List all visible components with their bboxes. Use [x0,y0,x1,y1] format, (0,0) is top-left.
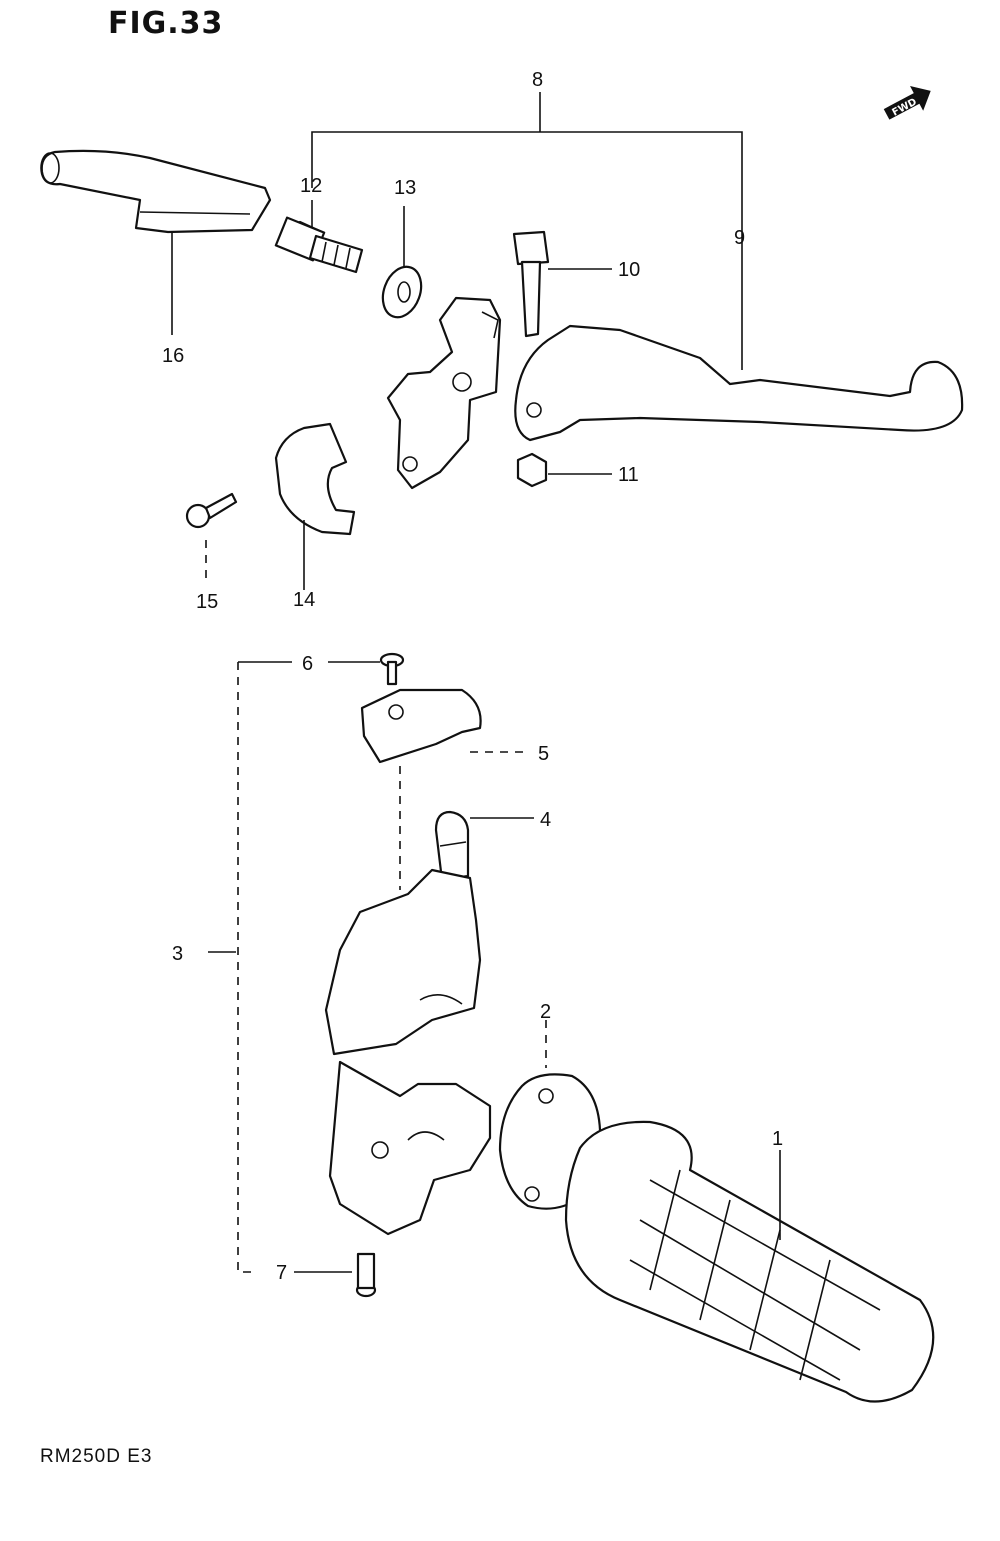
callout-15: 15 [196,591,218,613]
callout-12: 12 [300,175,322,197]
part-15-screw [185,492,238,529]
callout-5: 5 [538,743,549,765]
part-7-screw [355,1252,377,1298]
callout-6: 6 [302,653,313,675]
forward-arrow-icon: FWD [883,86,931,120]
callout-8: 8 [532,69,543,91]
callout-16: 16 [162,345,184,367]
lever-bracket-body [386,296,502,490]
callout-4: 4 [540,809,551,831]
part-11-nut [516,452,548,488]
callout-14: 14 [293,589,315,611]
part-4-switch-button [434,810,470,882]
callout-9: 9 [734,227,745,249]
callout-2: 2 [540,1001,551,1023]
part-6-screw [379,652,405,686]
callout-7: 7 [276,1262,287,1284]
switch-lower-housing [328,1060,492,1236]
part-9-clutch-lever [514,324,964,442]
callout-10: 10 [618,259,640,281]
assembly-bracket-8 [311,131,743,370]
part-12-adjuster-bolt [274,216,364,274]
part-14-clamp [274,422,356,536]
figure-title: FIG.33 [108,6,224,41]
callout-3: 3 [172,943,183,965]
switch-upper-housing [324,868,482,1056]
callout-13: 13 [394,177,416,199]
part-5-cover-cap [360,688,482,764]
callout-11: 11 [618,464,639,486]
part-13-washer [381,265,423,319]
model-code: RM250D E3 [40,1446,153,1467]
part-10-pivot-bolt [512,230,550,338]
part-1-handlebar-grip [564,1120,935,1403]
callout-1: 1 [772,1128,783,1150]
part-16-lever-cover [40,149,272,234]
